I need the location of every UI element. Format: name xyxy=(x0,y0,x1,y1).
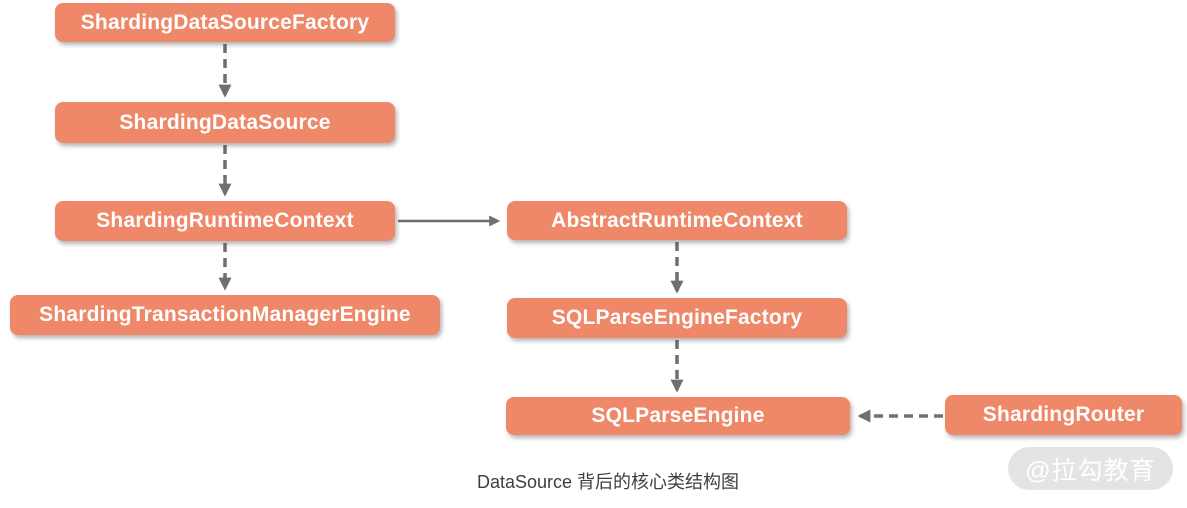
node-sql-parse-engine: SQLParseEngine xyxy=(506,397,850,435)
node-sharding-data-source-factory: ShardingDataSourceFactory xyxy=(55,3,395,42)
watermark-badge: @拉勾教育 xyxy=(1008,447,1173,490)
node-sharding-router: ShardingRouter xyxy=(945,395,1182,435)
node-sharding-data-source: ShardingDataSource xyxy=(55,102,395,143)
diagram-caption: DataSource 背后的核心类结构图 xyxy=(476,472,740,492)
node-sql-parse-engine-factory: SQLParseEngineFactory xyxy=(507,298,847,338)
node-sharding-runtime-context: ShardingRuntimeContext xyxy=(55,201,395,241)
node-abstract-runtime-context: AbstractRuntimeContext xyxy=(507,201,847,240)
node-sharding-transaction-manager-engine: ShardingTransactionManagerEngine xyxy=(10,295,440,335)
